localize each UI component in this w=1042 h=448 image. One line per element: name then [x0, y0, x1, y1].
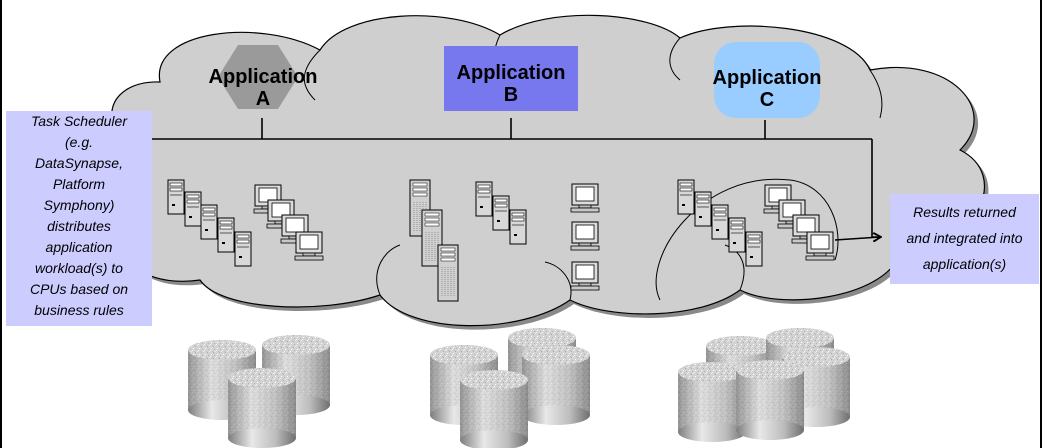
- scheduler-note-line: application: [45, 239, 113, 255]
- application-b-name: Application: [456, 62, 566, 84]
- scheduler-note-line: business rules: [34, 302, 124, 318]
- application-b-letter: B: [503, 84, 519, 106]
- results-note-line: Results returned: [913, 204, 1016, 220]
- application-a-hexagon: [218, 45, 298, 109]
- application-c-letter: C: [759, 89, 775, 111]
- application-a-name: Application: [208, 66, 318, 88]
- results-note: Results returned and integrated into app…: [890, 194, 1039, 284]
- results-note-line: and integrated into: [906, 230, 1023, 246]
- scheduler-note-line: Symphony): [43, 197, 115, 213]
- scheduler-note-line: DataSynapse,: [35, 155, 123, 171]
- application-a-letter: A: [255, 88, 271, 110]
- application-a-label: Application A: [188, 66, 338, 110]
- application-c-name: Application: [712, 67, 822, 89]
- scheduler-note-line: CPUs based on: [29, 281, 129, 297]
- application-b-rectangle: [444, 46, 578, 111]
- task-scheduler-note: Task Scheduler (e.g. DataSynapse, Platfo…: [6, 111, 152, 326]
- storage-group-center: [430, 328, 590, 448]
- storage-group-right: [678, 328, 850, 442]
- storage-group-left: [188, 335, 330, 448]
- application-c-rounded-rect: [714, 42, 820, 118]
- scheduler-note-line: workload(s) to: [35, 260, 123, 276]
- scheduler-note-line: Platform: [52, 176, 106, 192]
- scheduler-note-line: Task Scheduler: [31, 113, 127, 129]
- scheduler-note-line: (e.g.: [64, 134, 93, 150]
- application-b-label: Application B: [436, 62, 586, 106]
- application-c-label: Application C: [692, 67, 842, 111]
- results-note-line: application(s): [922, 256, 1007, 272]
- scheduler-note-line: distributes: [47, 218, 111, 234]
